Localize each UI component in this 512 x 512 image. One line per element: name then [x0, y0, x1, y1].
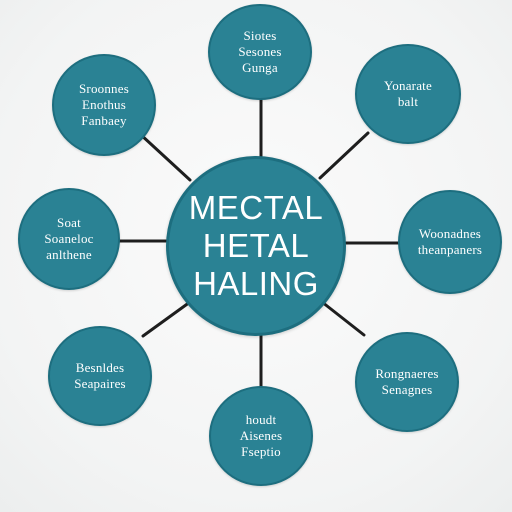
node-top-left-label: Sroonnes Enothus Fanbaey [79, 81, 129, 128]
connector-top-right [318, 131, 370, 180]
node-bottom-left-label: Besnldes Seapaires [74, 360, 126, 391]
hub-title-line-2: HETAL [202, 227, 310, 264]
hub-title-line-1: MECTAL [188, 189, 324, 226]
node-bottom-right: Rongnaeres Senagnes [355, 332, 459, 432]
node-right-label: Woonadnes theanpaners [417, 226, 483, 257]
node-top-right-label: Yonarate balt [384, 78, 432, 109]
hub-title-line-3: HALING [193, 265, 319, 302]
node-top-left: Sroonnes Enothus Fanbaey [52, 54, 156, 156]
node-top-right: Yonarate balt [355, 44, 461, 144]
connector-bottom-left [141, 300, 192, 338]
connector-top-left [138, 132, 192, 182]
node-bottom-label: houdt Aisenes Fseptio [239, 412, 283, 459]
node-left-label: Soat Soaneloc anlthene [44, 215, 94, 262]
node-left: Soat Soaneloc anlthene [18, 188, 120, 290]
node-bottom-left: Besnldes Seapaires [48, 326, 152, 426]
node-top: Siotes Sesones Gunga [208, 4, 312, 100]
central-hub: MECTAL HETAL HALING [166, 156, 346, 336]
node-bottom-right-label: Rongnaeres Senagnes [375, 366, 439, 397]
connector-bottom-right [320, 300, 366, 337]
node-bottom: houdt Aisenes Fseptio [209, 386, 313, 486]
node-top-label: Siotes Sesones Gunga [238, 28, 282, 75]
node-right: Woonadnes theanpaners [398, 190, 502, 294]
